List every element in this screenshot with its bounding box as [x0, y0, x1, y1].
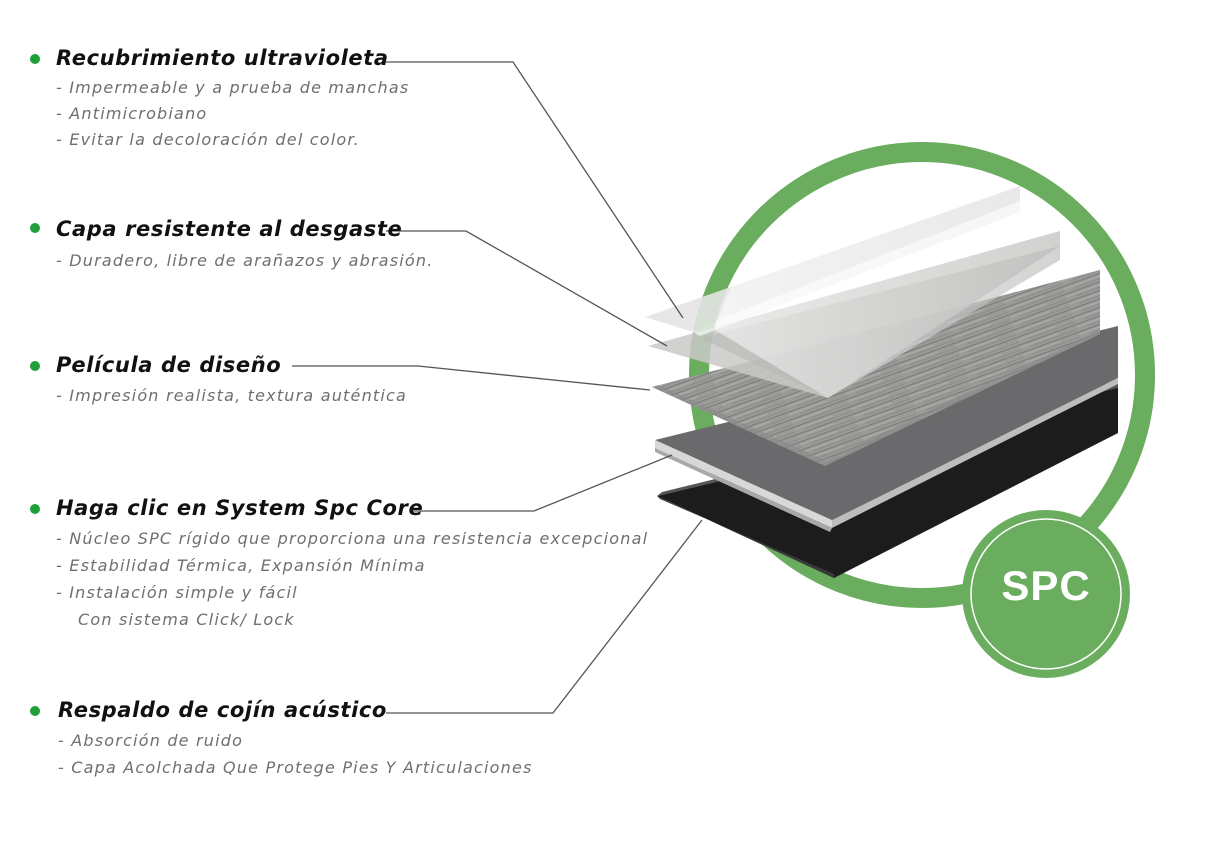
- bullet-icon: [30, 54, 40, 64]
- spc-badge-inner-ring: [970, 518, 1122, 670]
- spc-badge-label: SPC: [1001, 562, 1091, 609]
- ring-sheen: [715, 167, 1060, 398]
- layer-desc: - Antimicrobiano: [56, 104, 208, 123]
- bullet-icon: [30, 361, 40, 371]
- layer-title: Recubrimiento ultravioleta: [56, 46, 389, 70]
- bullet-icon: [30, 223, 40, 233]
- leader-line-film: [292, 365, 651, 391]
- layer-desc: - Capa Acolchada Que Protege Pies Y Arti…: [58, 758, 533, 777]
- spc-badge: [962, 510, 1130, 678]
- leader-line-uv: [386, 61, 684, 319]
- leader-line-backing: [386, 519, 703, 714]
- layer-title: Capa resistente al desgaste: [56, 217, 403, 241]
- layer-desc: - Absorción de ruido: [58, 731, 244, 750]
- layer-desc: - Estabilidad Térmica, Expansión Mínima: [56, 556, 426, 575]
- layer-title: Película de diseño: [56, 353, 282, 377]
- bullet-icon: [30, 706, 40, 716]
- layer-title: Respaldo de cojín acústico: [58, 698, 387, 722]
- layer-desc: - Instalación simple y fácil: [56, 583, 298, 602]
- layer-title: Haga clic en System Spc Core: [56, 496, 424, 520]
- layer-desc: - Evitar la decoloración del color.: [56, 130, 360, 149]
- layer-desc: - Duradero, libre de arañazos y abrasión…: [56, 251, 434, 270]
- bullet-icon: [30, 504, 40, 514]
- leader-line-core: [410, 454, 673, 512]
- layer-desc: Con sistema Click/ Lock: [78, 610, 295, 629]
- layer-desc: - Impresión realista, textura auténtica: [56, 386, 408, 405]
- layer-desc: - Núcleo SPC rígido que proporciona una …: [56, 529, 649, 548]
- layer-desc: - Impermeable y a prueba de manchas: [56, 78, 410, 97]
- leader-line-wear: [386, 230, 668, 347]
